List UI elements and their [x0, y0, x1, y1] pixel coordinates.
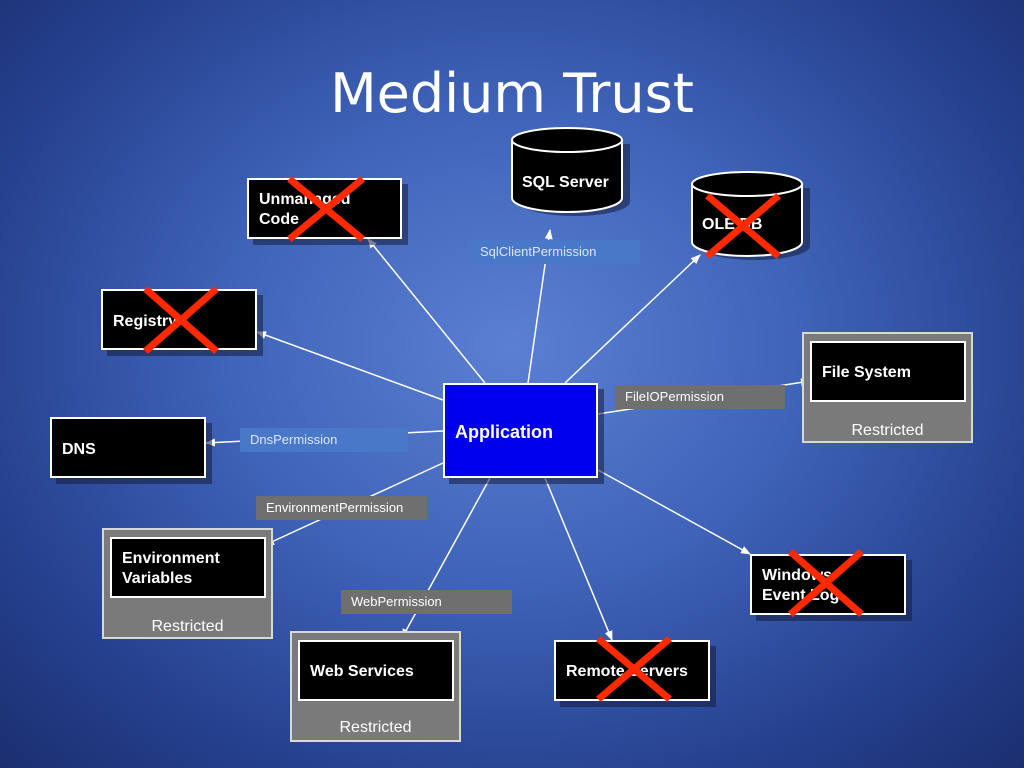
web-services-node: Web Services — [298, 640, 454, 701]
sql-server-database: SQL Server — [508, 126, 638, 224]
sql-client-permission-label: SqlClientPermission — [470, 240, 640, 264]
red-cross-icon — [143, 286, 219, 354]
application-node: Application — [443, 383, 598, 478]
file-system-node: File System — [810, 341, 966, 402]
dns-permission-label: DnsPermission — [240, 428, 408, 452]
dns-label: DNS — [62, 441, 96, 458]
restricted-label: Restricted — [851, 422, 924, 439]
registry-label: Registry — [113, 313, 178, 330]
application-label: Application — [455, 422, 553, 442]
slide-title: Medium Trust — [330, 62, 694, 125]
red-cross-icon — [596, 636, 672, 702]
file-io-permission-label: FileIOPermission — [615, 385, 785, 409]
web-services-label: Web Services — [310, 663, 414, 680]
link-remote-servers — [544, 477, 613, 641]
link-unmanaged-code — [367, 238, 486, 384]
remote-servers-node: Remote Servers — [554, 640, 710, 701]
restricted-label: Restricted — [339, 719, 412, 736]
environment-permission-label: EnvironmentPermission — [256, 496, 427, 520]
dns-node: DNS — [50, 417, 206, 478]
database-cylinder-icon — [511, 127, 630, 216]
link-registry — [256, 331, 444, 401]
sql-server-label: SQL Server — [522, 174, 609, 191]
link-windows-event-log — [597, 469, 751, 555]
red-cross-icon — [705, 193, 781, 259]
link-ole-db — [564, 254, 701, 384]
environment-variables-node: Environment Variables — [110, 537, 266, 598]
restricted-label: Restricted — [151, 618, 224, 635]
web-permission-label: WebPermission — [341, 590, 512, 614]
environment-variables-label: Environment Variables — [122, 550, 220, 587]
file-system-label: File System — [822, 364, 911, 381]
red-cross-icon — [788, 549, 864, 617]
red-cross-icon — [287, 176, 365, 242]
